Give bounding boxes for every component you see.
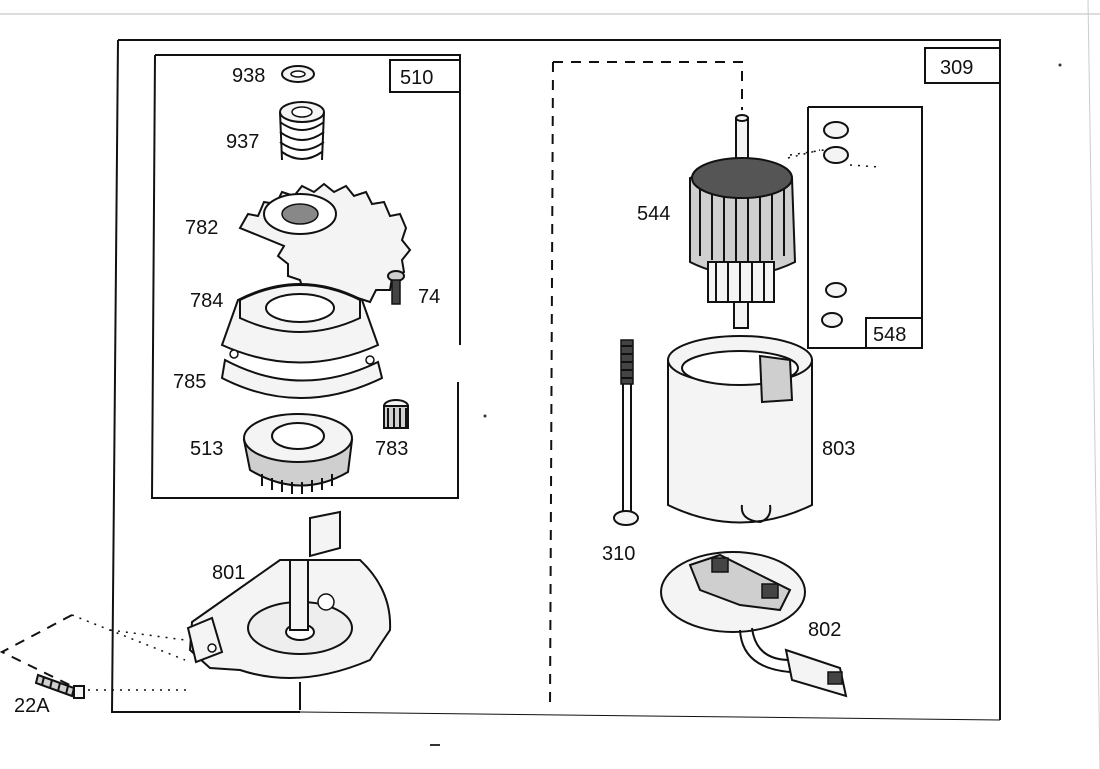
spring-937 xyxy=(279,101,325,161)
retainer-clip-938 xyxy=(281,65,315,83)
part-label-801: 801 xyxy=(212,562,245,584)
bolt-22a xyxy=(0,614,190,699)
small-gear-783 xyxy=(383,399,409,429)
pinion-513 xyxy=(242,413,354,494)
brush-kit-box-548: 548 xyxy=(789,106,923,349)
part-label-310: 310 xyxy=(602,543,635,565)
part-label-784: 784 xyxy=(190,290,223,312)
kit-label-510: 510 xyxy=(400,67,433,89)
part-label-544: 544 xyxy=(637,203,670,225)
outer-frame xyxy=(110,39,1001,721)
kit-label-548: 548 xyxy=(873,324,906,346)
part-label-74: 74 xyxy=(418,286,440,308)
part-label-783: 783 xyxy=(375,438,408,460)
gasket-785 xyxy=(220,349,384,399)
part-label-782: 782 xyxy=(185,217,218,239)
part-label-803: 803 xyxy=(822,438,855,460)
part-label-22a: 22A xyxy=(14,695,50,717)
drive-cap-784 xyxy=(220,283,380,364)
assembly-label-309: 309 xyxy=(940,57,973,79)
brush-plate-802 xyxy=(660,551,848,698)
through-bolt-310 xyxy=(613,339,639,526)
motor-assembly-box-309: 309 xyxy=(549,47,1001,709)
part-label-802: 802 xyxy=(808,619,841,641)
part-label-785: 785 xyxy=(173,371,206,393)
assembly-leaders xyxy=(109,149,821,710)
part-label-938: 938 xyxy=(232,65,265,87)
part-label-937: 937 xyxy=(226,131,259,153)
screw-74 xyxy=(387,270,405,305)
part-label-513: 513 xyxy=(190,438,223,460)
kit-box-510: 510 xyxy=(150,54,461,499)
stator-housing-803 xyxy=(667,335,813,524)
end-housing-801 xyxy=(186,510,392,679)
armature-544 xyxy=(689,114,797,329)
